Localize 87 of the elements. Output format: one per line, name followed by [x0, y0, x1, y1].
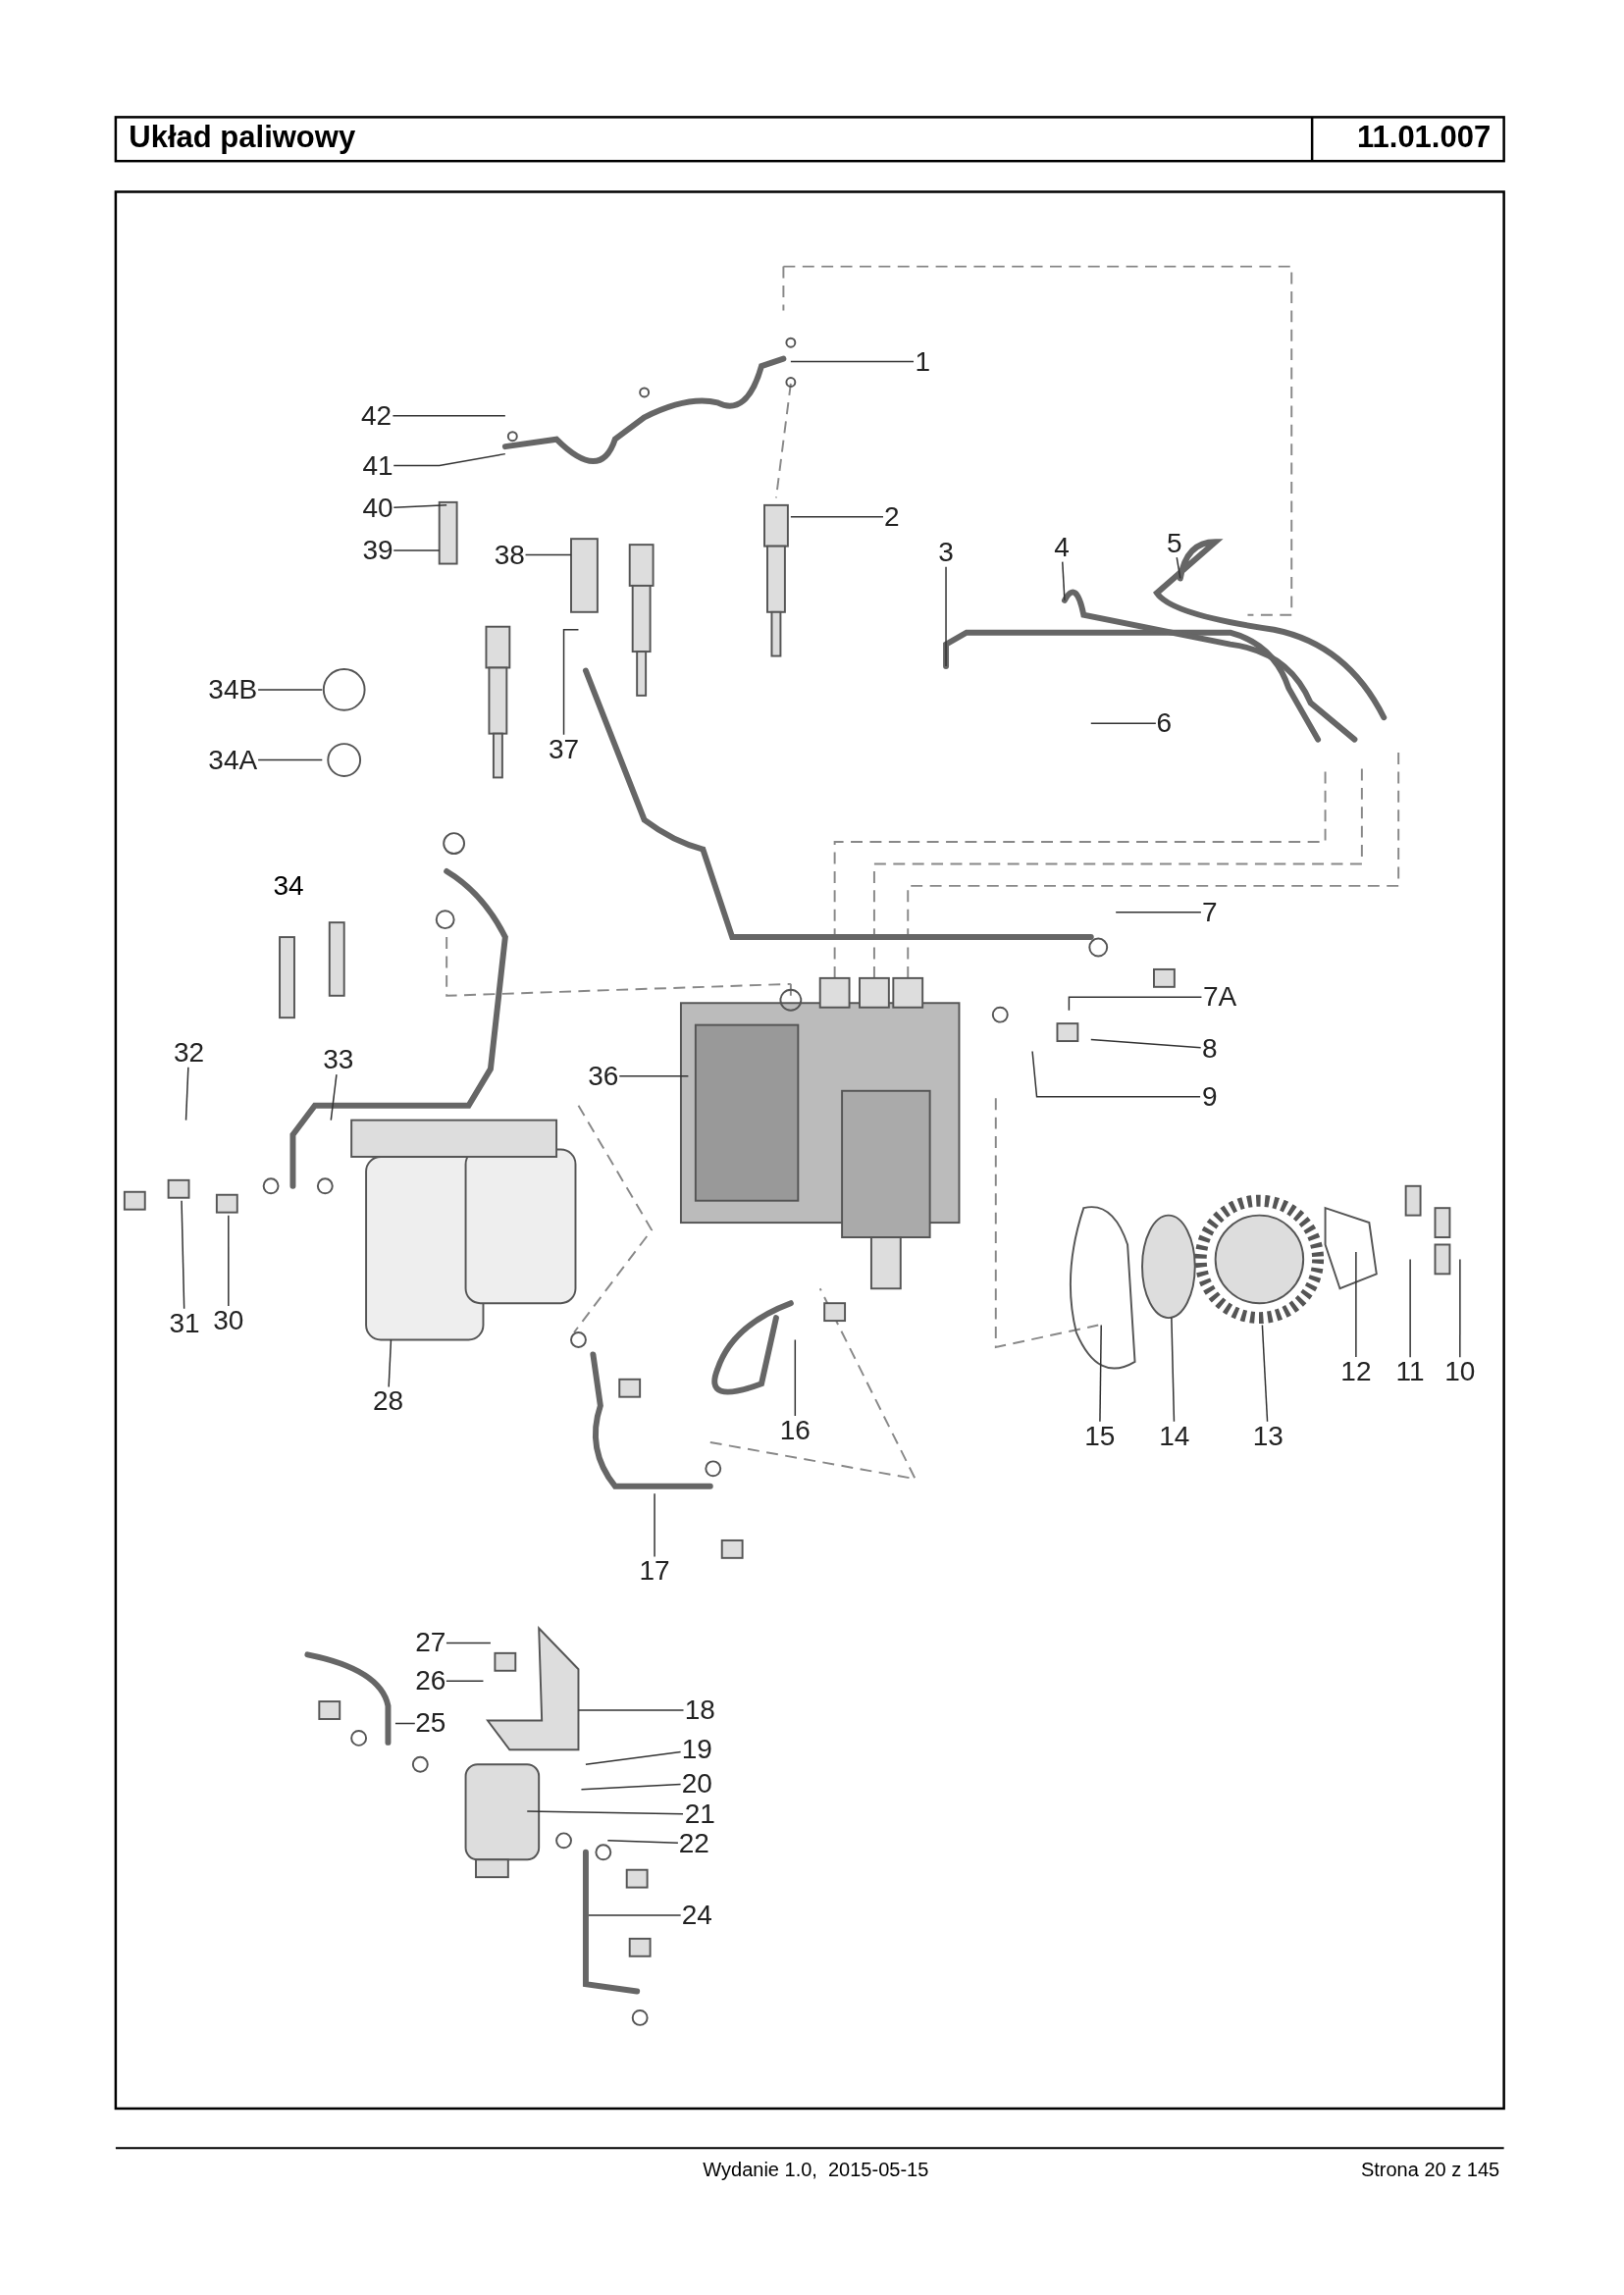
callout-number: 24 [681, 1901, 712, 1929]
callout-number: 12 [1340, 1358, 1372, 1386]
callout-number: 4 [1054, 534, 1070, 562]
callout-number: 16 [779, 1417, 811, 1444]
callout-number: 10 [1444, 1358, 1476, 1386]
leader-line [1090, 1038, 1202, 1049]
leader-line [394, 1722, 416, 1725]
callout-number: 11 [1395, 1358, 1425, 1386]
leader-line [1176, 556, 1181, 580]
callout-number: 9 [1201, 1082, 1218, 1111]
callout-number: 37 [548, 736, 580, 764]
callout-number: 40 [362, 494, 393, 522]
leader-line [1068, 996, 1203, 1012]
leader-line [1099, 1324, 1102, 1423]
leader-line [393, 504, 447, 508]
callout-number: 33 [323, 1046, 354, 1074]
leader-line [257, 689, 324, 691]
leader-line [654, 1492, 655, 1558]
title: Układ paliwowy [129, 120, 356, 156]
callout-number: 41 [362, 451, 393, 480]
leader-line [790, 360, 915, 363]
leader-line [945, 566, 947, 667]
leader-line [445, 1680, 485, 1682]
callout-number: 20 [681, 1769, 712, 1798]
callout-number: 25 [415, 1709, 446, 1738]
callout-number: 6 [1156, 709, 1173, 738]
callout-number: 17 [639, 1557, 670, 1586]
callout-number: 18 [684, 1696, 715, 1725]
leader-line [228, 1214, 230, 1307]
leader-line [1031, 1050, 1201, 1098]
callout-number: 34A [208, 746, 258, 774]
leader-line [330, 1073, 338, 1121]
leader-line [562, 628, 580, 736]
leader-line [392, 415, 506, 417]
callout-number: 14 [1159, 1422, 1190, 1450]
leader-line [393, 452, 506, 467]
leader-line [1355, 1251, 1357, 1358]
leader-line [388, 1338, 393, 1388]
callout-number: 7 [1201, 898, 1218, 926]
callout-number: 30 [213, 1307, 244, 1335]
callout-number: 19 [681, 1736, 712, 1764]
callout-number: 34B [208, 675, 258, 704]
leader-line [524, 553, 572, 556]
callout-number: 36 [588, 1062, 619, 1090]
leader-line [1090, 722, 1157, 724]
leader-line [526, 1810, 684, 1815]
callout-number: 28 [372, 1387, 404, 1416]
leader-line [184, 1066, 189, 1121]
leader-line [588, 1914, 682, 1916]
callout-number: 26 [415, 1667, 446, 1695]
leader-line [445, 1642, 492, 1644]
leader-line [1115, 911, 1202, 913]
callout-number: 38 [494, 541, 525, 569]
callout-number: 7A [1203, 983, 1237, 1012]
callout-number: 39 [362, 537, 393, 565]
leader-line [1459, 1258, 1461, 1358]
leader-line [577, 1709, 685, 1711]
callout-number: 2 [884, 502, 900, 531]
callout-number: 21 [684, 1800, 715, 1828]
callout-number: 31 [169, 1310, 200, 1338]
leader-line [606, 1840, 679, 1845]
leader-line [794, 1338, 797, 1417]
callout-number: 42 [360, 401, 393, 430]
section-number: 11.01.007 [1357, 120, 1492, 156]
page-number: Strona 20 z 145 [1360, 2158, 1500, 2181]
callout-number: 32 [173, 1039, 205, 1067]
callout-number: 13 [1252, 1422, 1283, 1450]
leader-line [181, 1199, 185, 1310]
callout-number: 15 [1084, 1422, 1116, 1450]
leader-line [1171, 1317, 1176, 1423]
callout-number: 1 [915, 347, 930, 376]
leader-line [618, 1075, 690, 1077]
callout-number: 22 [678, 1829, 709, 1857]
leader-line [1409, 1258, 1411, 1358]
leader-line [790, 516, 884, 518]
leader-line [393, 549, 441, 551]
leader-line [585, 1750, 682, 1765]
callout-number: 27 [415, 1629, 446, 1657]
callout-number: 34 [273, 869, 304, 902]
edition-date: Wydanie 1.0, 2015-05-15 [703, 2158, 929, 2181]
callout-number: 3 [938, 538, 954, 566]
callout-number: 5 [1167, 529, 1182, 557]
leader-line [1062, 560, 1066, 601]
leader-line [257, 758, 324, 761]
callout-number: 8 [1201, 1034, 1218, 1063]
leader-line [1261, 1324, 1269, 1423]
leader-line [580, 1783, 682, 1791]
